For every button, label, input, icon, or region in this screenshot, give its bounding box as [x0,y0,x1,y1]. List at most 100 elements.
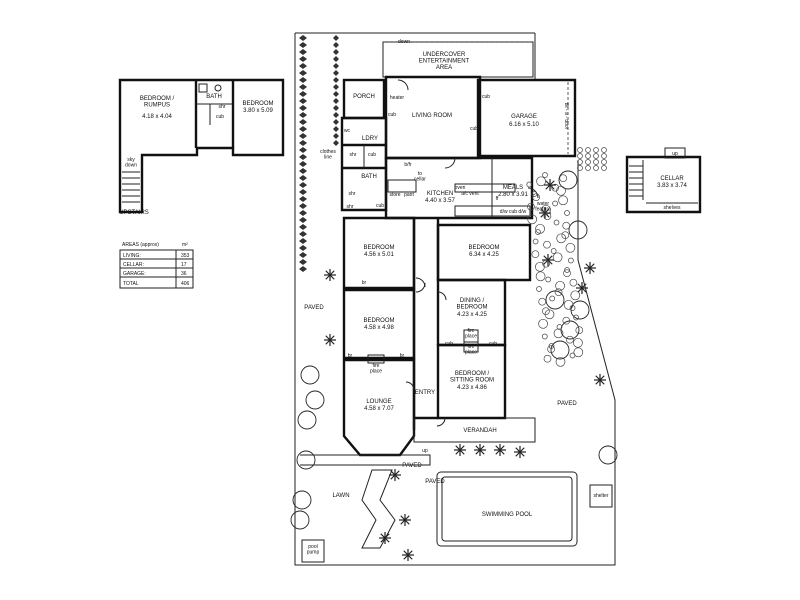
label-cub: cub [482,94,490,100]
label-paved-front: PAVED [402,463,422,469]
label-heater: heater [390,95,405,101]
shrub [538,297,547,306]
label-verandah: VERANDAH [463,428,496,434]
shrub [564,210,570,216]
upstairs-room-2-name: BEDROOM [242,101,273,107]
shrub [569,352,576,359]
hedge-shrub [333,119,339,125]
shrub [543,212,552,221]
shrub [547,345,555,354]
label-wc: wc [344,128,351,134]
hedge-shrub [299,42,307,48]
hedge-shrub [299,77,307,83]
shrub [585,153,591,159]
palm-tree [544,179,556,191]
label-cub: cub [368,152,376,158]
shrub [563,269,571,278]
palm-tree [474,444,486,456]
hedge-shrub [299,119,307,125]
hedge-shrub [299,84,307,90]
hedge-shrub [299,259,307,265]
shrub [569,305,576,311]
shrub [526,181,533,188]
shrub [601,159,607,165]
cellar-name: CELLAR [660,176,684,182]
hedge-shrub [299,231,307,237]
areas-row-value: 353 [181,253,190,259]
label-br: br [400,353,405,359]
hedge-shrub [333,112,339,118]
shrub [552,252,563,263]
shrub [558,195,568,206]
hedge-shrub [299,70,307,76]
areas-unit: m² [182,242,188,248]
site-boundary [294,32,616,566]
palm-tree [402,549,414,561]
areas-row-label: CELLAR: [123,262,144,268]
shrub [570,290,581,301]
palm-tree [324,334,336,346]
tree [296,450,316,470]
upstairs-caption: UPSTAIRS [119,210,149,216]
main-house [340,41,577,457]
label-swimming-pool: SWIMMING POOL [482,512,533,518]
hedge-shrub [299,189,307,195]
areas-row-label: GARAGE: [123,271,146,277]
hedge-shrub [299,105,307,111]
room-name-bedroom: BEDROOM [468,245,499,251]
cellar-stairs [629,160,644,200]
palm-tree [576,282,588,294]
shrub [553,328,564,339]
label-paved-left: PAVED [304,305,324,311]
label-cub: cub [376,203,384,209]
room-name-entry: ENTRY [415,390,435,396]
shrub [593,165,599,171]
label-shelter: shelter [593,493,608,499]
label-pant: pant [404,192,414,198]
room-name-bedroom: BEDROOM [363,318,394,324]
label-lawn: LAWN [332,493,349,499]
hedge-shrub [333,63,339,69]
label-shr: shr [349,191,356,197]
shrub [549,295,556,302]
label-up: up [422,448,428,454]
shrub [532,238,539,245]
shrub [535,229,541,235]
areas-row-label: TOTAL [123,281,139,287]
shrub [532,193,541,202]
label-store: store [389,192,400,198]
room-name-bath: BATH [361,174,377,180]
palm-tree [514,446,526,458]
shrub [550,248,557,254]
hedge-shrub [333,91,339,97]
label-br: br [362,280,367,286]
shrub [552,200,558,207]
hedge-shrub [299,196,307,202]
garden-path [361,469,396,549]
hedge-shrub [299,168,307,174]
hedge-shrub [299,133,307,139]
room-name-living: LIVING ROOM [412,113,452,119]
shrub [562,221,571,230]
hedge-shrub [333,126,339,132]
shrub [556,185,566,196]
hedge-shrub [299,266,307,272]
tree [598,445,618,465]
areas-row-value: 406 [181,281,190,287]
shrub [544,309,555,320]
shrub [577,147,583,153]
shrub [531,250,540,259]
hedge-shrub [333,140,339,146]
hedge-shrub [299,140,307,146]
room-name-meals: MEALS [503,185,523,191]
shrub [564,267,570,273]
shrub [593,159,599,165]
tree [300,365,320,385]
shrub [585,165,591,171]
hedge-shrub [299,112,307,118]
label-ff: ff [496,196,499,202]
